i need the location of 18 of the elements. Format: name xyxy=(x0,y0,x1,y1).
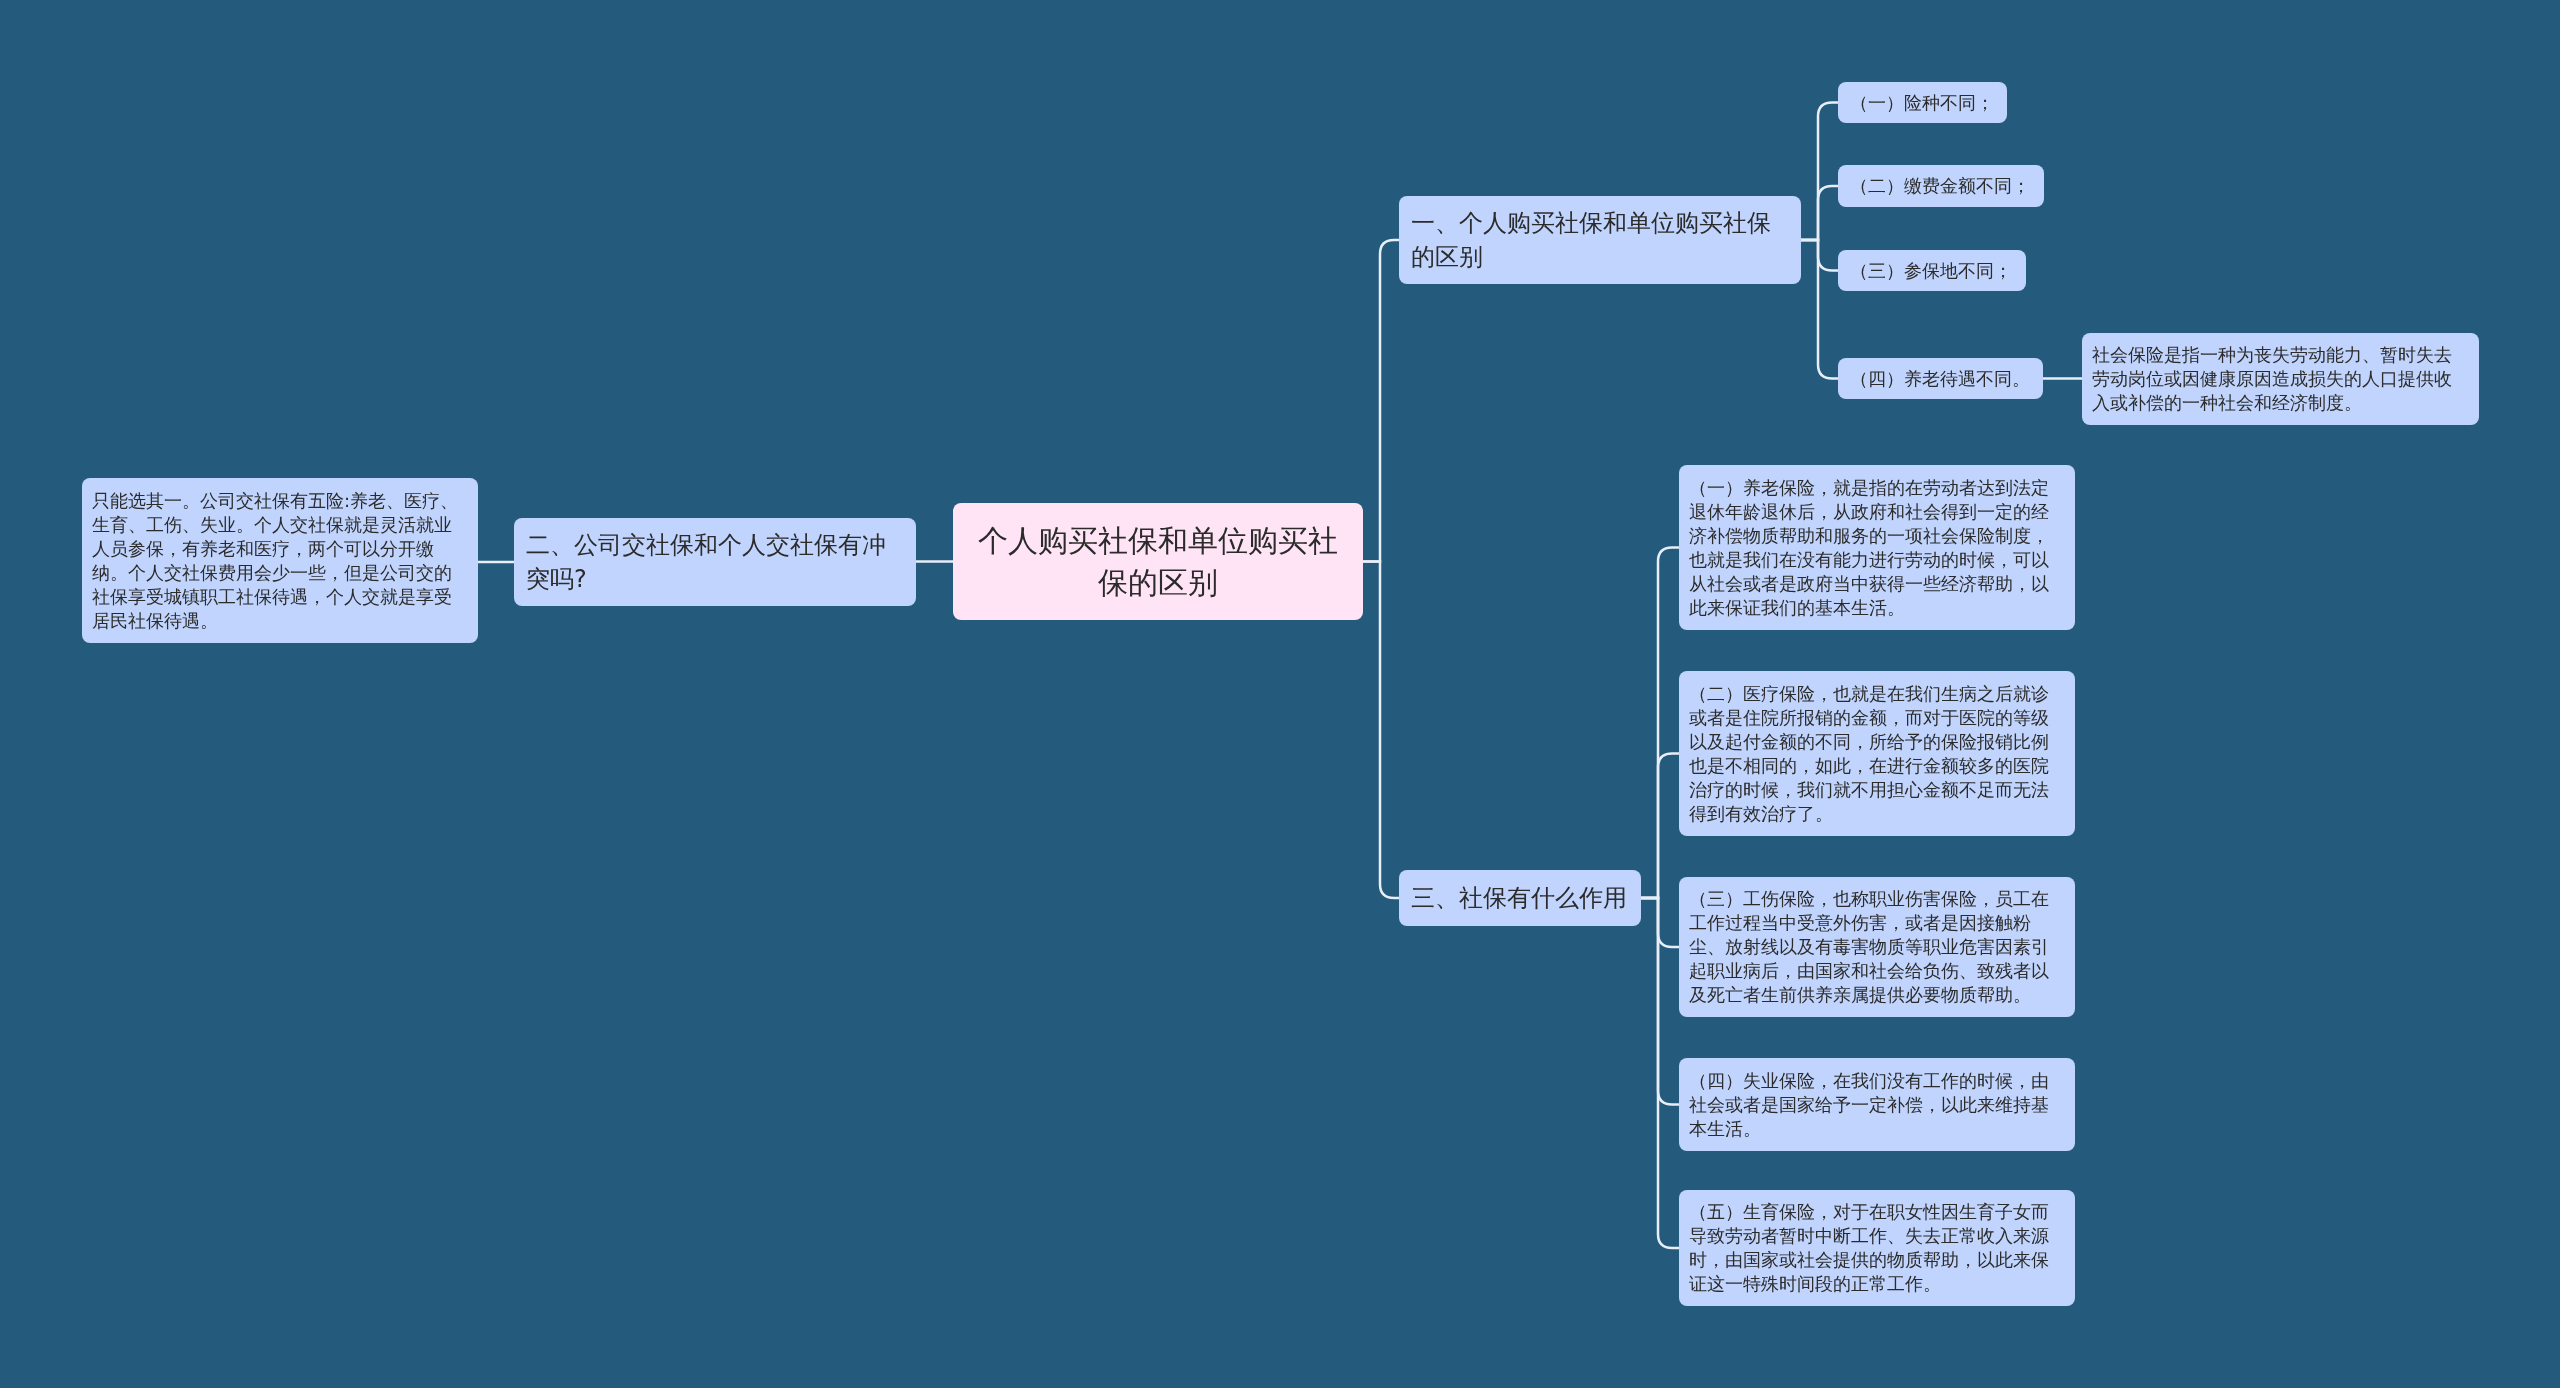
note-box: （三）工伤保险，也称职业伤害保险，员工在工作过程当中受意外伤害，或者是因接触粉尘、放射线以及有毒害物质等职业危害因素引起职业病后，由国家和社会给负伤、致残者以及死亡者生前供养亲属提供必要物质帮助。 xyxy=(1679,877,2075,1017)
topic-box: 三、社保有什么作用 xyxy=(1399,870,1641,926)
connector-line xyxy=(2043,377,2082,380)
note-box: 只能选其一。公司交社保有五险:养老、医疗、生育、工伤、失业。个人交社保就是灵活就业人员参保，有养老和医疗，两个可以分开缴纳。个人交社保费用会少一些，但是公司交的社保享受城镇职工社保待遇，个人交就是享受居民社保待遇。 xyxy=(82,478,478,643)
central-topic-box: 个人购买社保和单位购买社保的区别 xyxy=(953,503,1363,620)
subtopic-box: （一）险种不同； xyxy=(1838,82,2007,123)
subtopic-box: （三）参保地不同； xyxy=(1838,250,2026,291)
subtopic-box: （二）缴费金额不同； xyxy=(1838,165,2044,207)
note-box: 社会保险是指一种为丧失劳动能力、暂时失去劳动岗位或因健康原因造成损失的人口提供收入或补偿的一种社会和经济制度。 xyxy=(2082,333,2479,425)
connector-line xyxy=(916,560,953,563)
subtopic-box: （四）养老待遇不同。 xyxy=(1838,358,2043,399)
note-box: （五）生育保险，对于在职女性因生育子女而导致劳动者暂时中断工作、失去正常收入来源时，由国家或社会提供的物质帮助，以此来保证这一特殊时间段的正常工作。 xyxy=(1679,1190,2075,1306)
topic-box: 一、个人购买社保和单位购买社保的区别 xyxy=(1399,196,1801,284)
note-box: （一）养老保险，就是指的在劳动者达到法定退休年龄退休后，从政府和社会得到一定的经济补偿物质帮助和服务的一项社会保险制度，也就是我们在没有能力进行劳动的时候，可以从社会或者是政府当中获得一些经济帮助，以此来保证我们的基本生活。 xyxy=(1679,465,2075,630)
topic-box: 二、公司交社保和个人交社保有冲突吗? xyxy=(514,518,916,606)
note-box: （二）医疗保险，也就是在我们生病之后就诊或者是住院所报销的金额，而对于医院的等级以及起付金额的不同，所给予的保险报销比例也是不相同的，如此，在进行金额较多的医院治疗的时候，我们就不用担心金额不足而无法得到有效治疗了。 xyxy=(1679,671,2075,836)
note-box: （四）失业保险，在我们没有工作的时候，由社会或者是国家给予一定补偿，以此来维持基本生活。 xyxy=(1679,1058,2075,1151)
connector-line xyxy=(478,560,514,564)
